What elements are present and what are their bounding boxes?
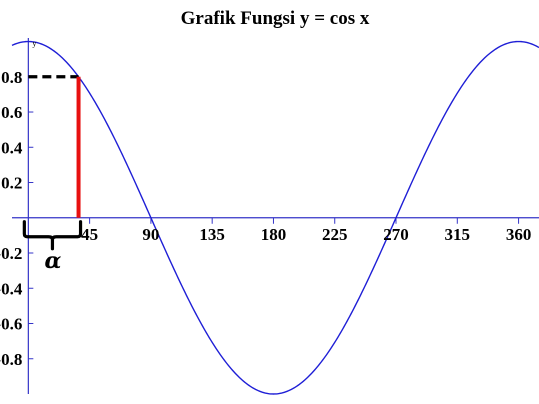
y-tick-label: -0.2 bbox=[0, 244, 22, 263]
x-tick-label: 225 bbox=[322, 225, 348, 244]
y-tick-label: 0.2 bbox=[1, 174, 22, 193]
annotation-layer: α bbox=[22, 75, 83, 274]
y-tick-label: -0.8 bbox=[0, 350, 22, 369]
x-tick-label: 180 bbox=[261, 225, 287, 244]
alpha-brace bbox=[22, 220, 83, 251]
x-tick-label: 270 bbox=[383, 225, 409, 244]
x-tick-label: 315 bbox=[445, 225, 471, 244]
x-tick-label: 135 bbox=[199, 225, 225, 244]
alpha-label: α bbox=[44, 248, 61, 274]
y-tick-label: -0.4 bbox=[0, 279, 23, 298]
y-tick-label: 0.8 bbox=[1, 68, 22, 87]
curve-layer bbox=[11, 40, 539, 395]
y-tick-label: -0.6 bbox=[0, 315, 22, 334]
x-tick-label: 45 bbox=[81, 225, 98, 244]
cos-curve bbox=[11, 40, 539, 395]
y-axis-label: y bbox=[32, 39, 36, 48]
x-tick-label: 360 bbox=[506, 225, 532, 244]
y-tick-label: 0.6 bbox=[1, 103, 22, 122]
x-tick-label: 90 bbox=[142, 225, 159, 244]
chart-title: Grafik Fungsi y = cos x bbox=[181, 8, 370, 29]
axes bbox=[12, 38, 539, 394]
y-tick-label: 0.4 bbox=[1, 138, 23, 157]
tick-labels: y 45 90 135 180 225 270 315 360 0.8 0.6 0.4 0.2 -0.2 -… bbox=[0, 39, 531, 369]
